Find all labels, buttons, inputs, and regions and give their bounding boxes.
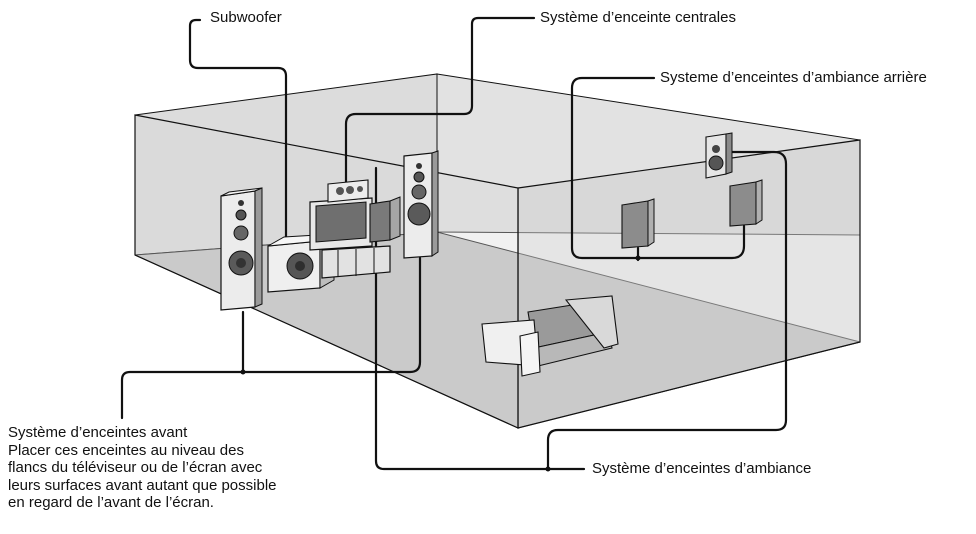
surround-junction-dot <box>545 466 551 472</box>
front-right-speaker <box>403 150 439 259</box>
surround-right-line <box>546 150 788 471</box>
front-desc-line: leurs surfaces avant autant que possible <box>8 476 277 494</box>
center-side-speaker <box>369 196 401 243</box>
room-front-panel <box>517 139 861 429</box>
surround-back-speaker-top <box>705 132 733 179</box>
center-leader-line <box>344 16 536 184</box>
front-speaker-title: Système d’enceintes avant <box>8 424 188 441</box>
surround-label: Système d’enceintes d’ambiance <box>592 460 812 477</box>
front-leader-line <box>120 256 422 420</box>
surround-leader-line <box>374 166 586 471</box>
surround-back-junction-dot <box>635 255 641 261</box>
surround-back-label: Systeme d’enceintes d’ambiance arrière <box>660 69 927 86</box>
front-left-speaker <box>220 187 263 311</box>
front-speaker-description: Système d’enceintes avant Placer ces enc… <box>8 424 277 512</box>
surround-back-speaker-left <box>621 198 655 249</box>
tv-set <box>309 179 391 279</box>
surround-back-leader-line <box>570 76 746 260</box>
front-desc-line: en regard de l’avant de l’écran. <box>8 494 214 511</box>
center-speaker-label: Système d’enceinte centrales <box>540 9 736 26</box>
sofa <box>481 295 619 377</box>
front-desc-line: Placer ces enceintes au niveau des <box>8 441 244 459</box>
front-desc-line: flancs du téléviseur ou de l’écran avec <box>8 459 263 476</box>
subwoofer-label: Subwoofer <box>210 9 282 26</box>
surround-back-speaker-right <box>729 179 763 227</box>
subwoofer-leader-line <box>188 18 288 245</box>
front-junction-dot <box>240 369 246 375</box>
